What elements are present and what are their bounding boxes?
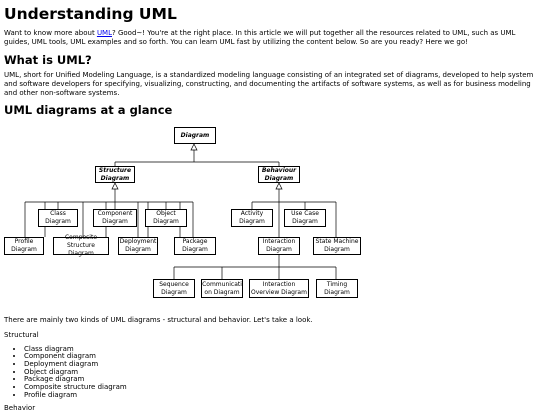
diagram-box-structure: Structure Diagram xyxy=(95,166,135,184)
intro-text-end: ? Good~! You're at the right place. In t… xyxy=(4,29,516,46)
diagram-box-state-machine: State Machine Diagram xyxy=(313,237,361,256)
diagram-box-timing: Timing Diagram xyxy=(316,279,358,299)
structural-list-item: Object diagram xyxy=(24,368,536,377)
structural-list-item: Deployment diagram xyxy=(24,360,536,369)
what-paragraph: UML, short for Unified Modeling Language… xyxy=(4,71,534,97)
structural-list-item: Package diagram xyxy=(24,376,536,384)
kinds-paragraph: There are mainly two kinds of UML diagra… xyxy=(4,316,313,325)
diagram-box-package: Package Diagram xyxy=(174,237,216,256)
diagram-box-sequence: Sequence Diagram xyxy=(153,279,195,299)
diagram-box-interaction: Interaction Diagram xyxy=(258,237,300,256)
structural-list-item: Profile diagram xyxy=(24,391,536,400)
diagram-box-usecase: Use Case Diagram xyxy=(284,209,326,228)
diagram-box-behaviour: Behaviour Diagram xyxy=(258,166,300,184)
diagram-box-communication: Communicati on Diagram xyxy=(201,279,243,299)
diagram-box-profile: Profile Diagram xyxy=(4,237,44,256)
diagram-box-deployment: Deployment Diagram xyxy=(118,237,158,256)
diagram-box-activity: Activity Diagram xyxy=(231,209,273,228)
intro-paragraph: Want to know more about UML? Good~! You'… xyxy=(4,29,536,47)
structural-label: Structural xyxy=(4,330,39,339)
diagram-box-root: Diagram xyxy=(174,127,216,145)
diagram-box-interaction-overview: Interaction Overview Diagram xyxy=(249,279,309,299)
uml-link[interactable]: UML xyxy=(96,29,113,38)
page-title: Understanding UML xyxy=(4,5,177,23)
structural-list-item: Class diagram xyxy=(24,345,536,354)
diagram-connectors xyxy=(24,143,337,280)
structural-list: Class diagramComponent diagramDeployment… xyxy=(4,345,536,400)
uml-hierarchy-diagram: Diagram Structure Diagram Behaviour Diag… xyxy=(0,122,540,312)
glance-heading: UML diagrams at a glance xyxy=(4,103,173,118)
diagram-box-composite: Composite Structure Diagram xyxy=(53,234,109,257)
structural-list-item: Component diagram xyxy=(24,353,536,361)
intro-text-start: Want to know more about xyxy=(4,29,97,38)
behavior-label: Behavior xyxy=(4,404,36,413)
diagram-box-component: Component Diagram xyxy=(93,209,137,228)
diagram-box-object: Object Diagram xyxy=(145,209,187,228)
diagram-box-class: Class Diagram xyxy=(38,209,78,228)
what-heading: What is UML? xyxy=(4,52,92,67)
structural-list-item: Composite structure diagram xyxy=(24,383,536,392)
